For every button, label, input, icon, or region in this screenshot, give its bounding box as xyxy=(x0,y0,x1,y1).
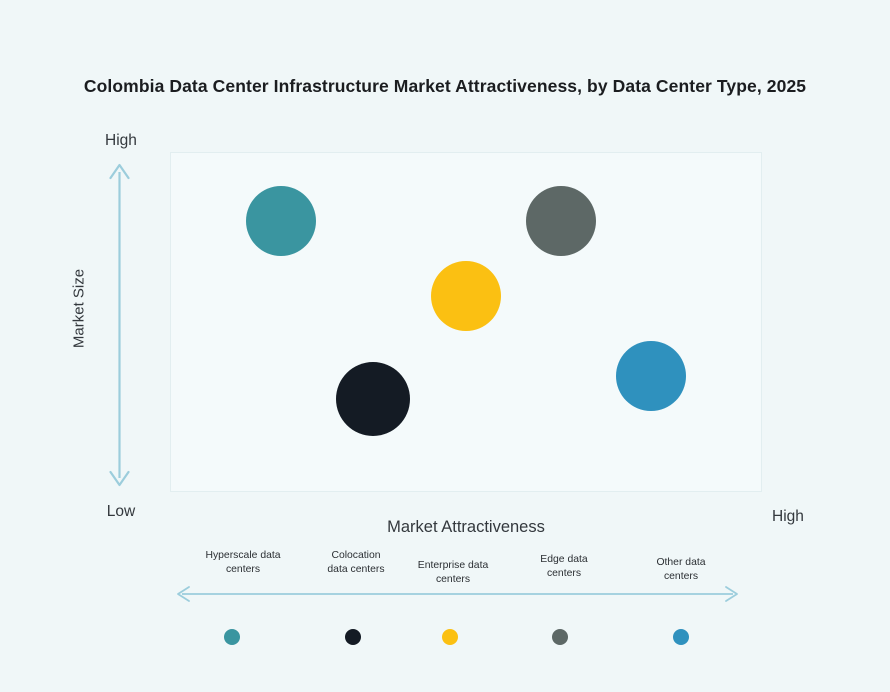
bubble-4 xyxy=(616,341,686,411)
x-axis-high-label: High xyxy=(772,508,804,525)
y-axis-low-label: Low xyxy=(106,503,136,520)
y-axis-arrow xyxy=(109,163,130,487)
bubble-0 xyxy=(246,186,316,256)
legend-dot-3 xyxy=(552,629,568,645)
bubble-3 xyxy=(526,186,596,256)
y-axis-title: Market Size xyxy=(70,268,88,349)
y-axis-high-label: High xyxy=(105,132,137,149)
legend-axis-arrow xyxy=(177,586,738,602)
bubble-2 xyxy=(431,261,501,331)
x-axis-title: Market Attractiveness xyxy=(387,518,545,536)
legend-dot-2 xyxy=(442,629,458,645)
legend-dot-4 xyxy=(673,629,689,645)
bubble-1 xyxy=(336,362,410,436)
legend-dot-1 xyxy=(345,629,361,645)
chart-title: Colombia Data Center Infrastructure Mark… xyxy=(83,76,807,96)
plot-area xyxy=(170,152,762,492)
legend-dot-0 xyxy=(224,629,240,645)
